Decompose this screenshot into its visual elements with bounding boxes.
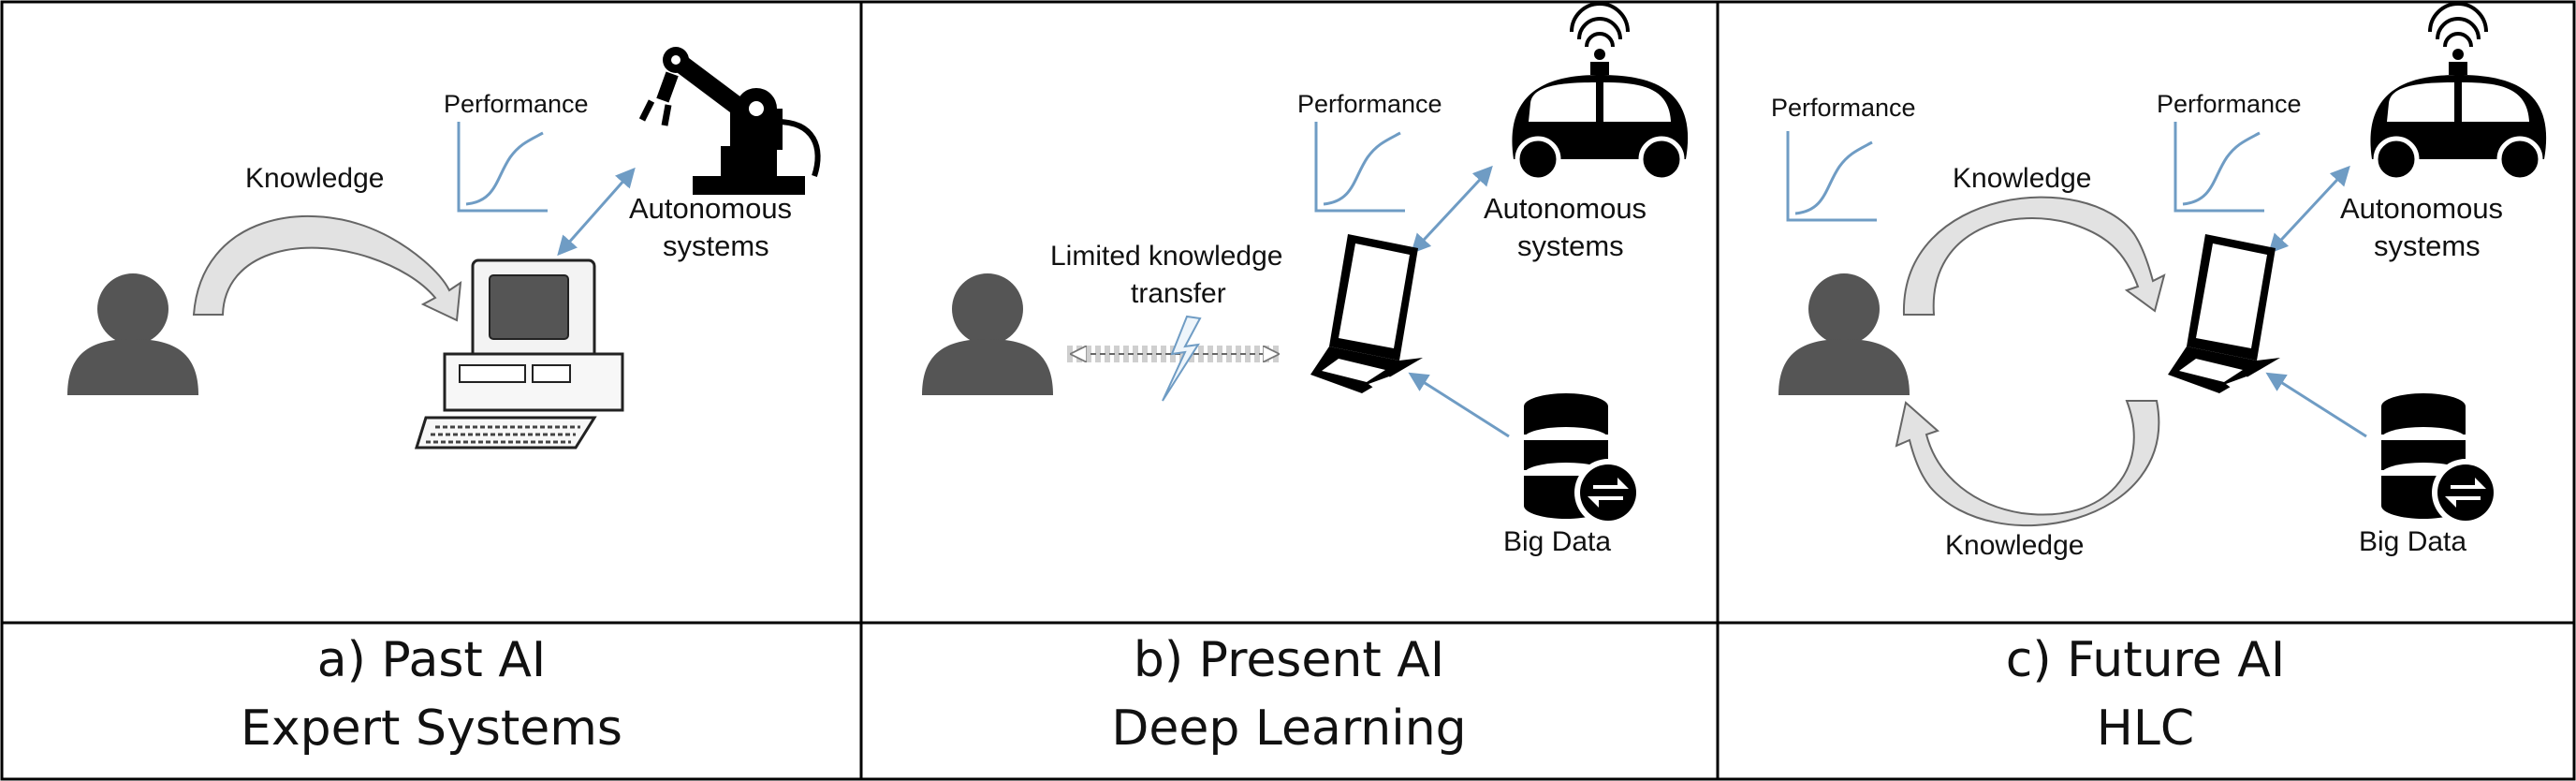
laptop-icon [1310, 234, 1423, 393]
caption-subtitle: HLC [2097, 700, 2194, 757]
knowledge-label: Knowledge [245, 163, 384, 194]
caption-title: b) Present AI [1134, 632, 1444, 688]
knowledge-curved-arrow [192, 214, 462, 322]
link-arrow [1411, 165, 1493, 255]
person-icon [67, 273, 198, 395]
performance-label-left: Performance [1771, 94, 1916, 122]
performance-graph-icon [457, 120, 549, 213]
autonomous-car-icon [1512, 4, 1688, 180]
performance-label: Performance [1297, 90, 1442, 118]
autonomous-label-line2: systems [1517, 229, 1624, 262]
caption-subtitle: Expert Systems [241, 700, 622, 757]
panel-past-ai: Knowledge Performance Autonomous systems… [67, 47, 818, 757]
caption-subtitle: Deep Learning [1111, 700, 1466, 757]
person-icon [922, 273, 1053, 395]
data-arrow [1408, 372, 1510, 438]
laptop-icon [2168, 234, 2280, 393]
lightning-icon [1162, 315, 1202, 402]
transfer-label-line1: Limited knowledge [1050, 241, 1282, 272]
link-arrow [2268, 165, 2350, 255]
knowledge-curved-arrow-bottom [1895, 400, 2160, 527]
caption-title: c) Future AI [2006, 632, 2285, 688]
performance-graph-icon [2174, 120, 2266, 213]
panel-present-ai: Limited knowledge transfer Performance A… [922, 4, 1688, 757]
data-arrow [2265, 372, 2367, 438]
caption-title: a) Past AI [317, 632, 547, 688]
link-arrow [557, 167, 636, 257]
big-data-label: Big Data [2359, 526, 2466, 557]
performance-label-right: Performance [2157, 90, 2302, 118]
performance-label: Performance [444, 90, 589, 118]
database-icon [1524, 393, 1642, 526]
autonomous-label-line1: Autonomous [629, 192, 792, 225]
performance-graph-icon [1786, 129, 1879, 222]
big-data-label: Big Data [1503, 526, 1611, 557]
knowledge-curved-arrow-top [1902, 196, 2166, 316]
person-icon [1778, 273, 1910, 395]
knowledge-label-top: Knowledge [1953, 163, 2091, 194]
performance-graph-icon [1314, 120, 1407, 213]
knowledge-label-bottom: Knowledge [1945, 530, 2084, 561]
autonomous-label-line1: Autonomous [2340, 192, 2503, 225]
autonomous-label-line2: systems [663, 229, 769, 262]
autonomous-label-line2: systems [2374, 229, 2481, 262]
autonomous-car-icon [2370, 4, 2546, 180]
autonomous-label-line1: Autonomous [1484, 192, 1647, 225]
transfer-label-line2: transfer [1131, 278, 1226, 309]
database-icon [2381, 393, 2499, 526]
robotic-arm-icon [642, 47, 818, 195]
panel-future-ai: Performance Knowledge Knowledge Performa… [1771, 4, 2546, 757]
